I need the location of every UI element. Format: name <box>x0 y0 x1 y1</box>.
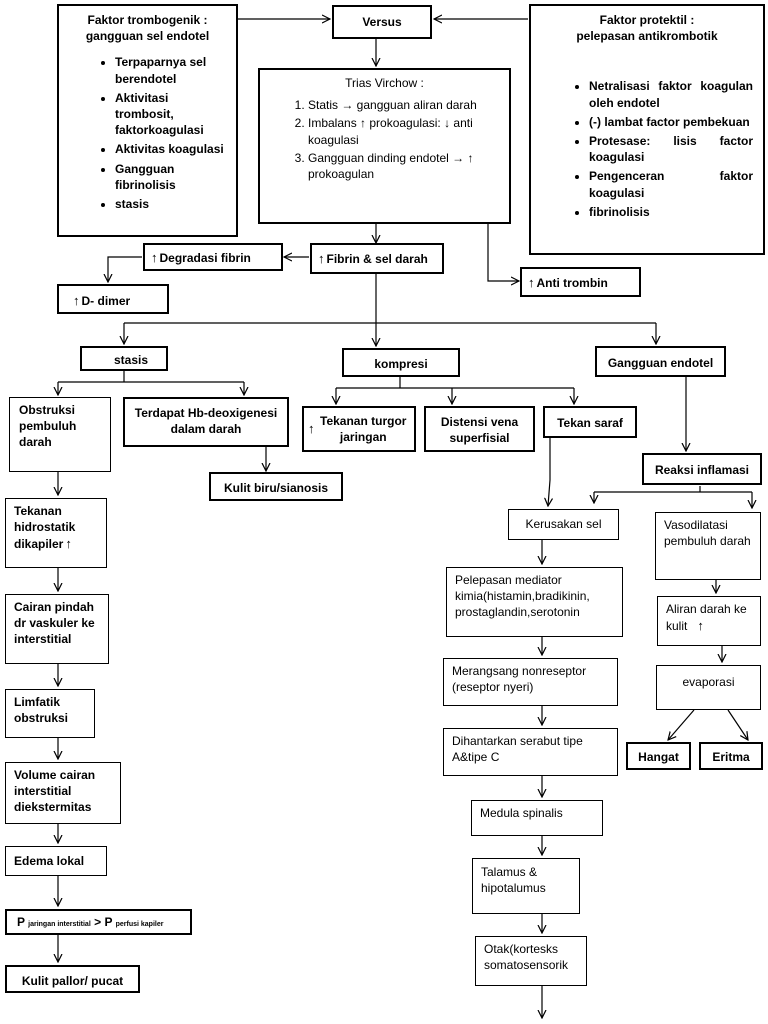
vasodilatasi-box: Vasodilatasi pembuluh darah <box>655 512 761 580</box>
talamus-box: Talamus & hipotalumus <box>472 858 580 914</box>
hangat-box: Hangat <box>626 742 691 770</box>
fibrin-sel-darah-box: ↑Fibrin & sel darah <box>310 243 444 274</box>
list-item: fibrinolisis <box>589 204 753 220</box>
up-arrow-icon: ↑ <box>65 536 72 552</box>
d-dimer-label: D- dimer <box>81 294 131 308</box>
trias-virchow-list: Statis → gangguan aliran darah Imbalans … <box>268 97 501 182</box>
obstruksi-box: Obstruksi pembuluh darah <box>9 397 111 472</box>
volume-cairan-box: Volume cairan interstitial diekstermitas <box>5 762 121 824</box>
aliran-darah-box: Aliran darah ke kulit↑ <box>657 596 761 646</box>
tekanan-turgor-box: ↑ Tekanan turgor jaringan <box>302 406 416 452</box>
tekan-saraf-box: Tekan saraf <box>543 406 637 438</box>
list-item: Gangguan dinding endotel → ↑ prokoagulan <box>308 150 501 182</box>
medula-box: Medula spinalis <box>471 800 603 836</box>
aliran-darah-label: Aliran darah ke kulit <box>666 602 747 634</box>
list-item: (-) lambat factor pembekuan <box>589 114 753 130</box>
up-arrow-icon: ↑ <box>697 618 704 634</box>
faktor-protektif-list: Netralisasi faktor koagulan oleh endotel… <box>541 78 753 220</box>
list-item: Imbalans ↑ prokoagulasi: ↓ anti koagulas… <box>308 115 501 147</box>
tekanan-turgor-label: Tekanan turgor jaringan <box>320 413 407 444</box>
otak-box: Otak(kortesks somatosensorik <box>475 936 587 986</box>
kulit-pallor-box: Kulit pallor/ pucat <box>5 965 140 993</box>
distensi-vena-box: Distensi vena superfisial <box>424 406 535 452</box>
list-item: Statis → gangguan aliran darah <box>308 97 501 113</box>
edema-box: Edema lokal <box>5 846 107 876</box>
fibrin-sel-darah-label: Fibrin & sel darah <box>326 252 428 266</box>
faktor-protektif-subtitle: pelepasan antikrombotik <box>576 29 718 44</box>
eritma-box: Eritma <box>699 742 763 770</box>
stasis-box: stasis <box>80 346 168 371</box>
cairan-pindah-box: Cairan pindah dr vaskuler ke interstitia… <box>5 594 109 664</box>
d-dimer-box: ↑D- dimer <box>57 284 169 314</box>
list-item: Gangguan fibrinolisis <box>115 161 226 193</box>
pelepasan-mediator-box: Pelepasan mediator kimia(histamin,bradik… <box>446 567 623 637</box>
up-arrow-icon: ↑ <box>308 421 315 437</box>
faktor-protektif-title: Faktor protektil : <box>599 13 695 27</box>
faktor-trombogenik-box: Faktor trombogenik : gangguan sel endote… <box>57 4 238 237</box>
tekanan-p-label-2: P <box>104 915 113 929</box>
tekanan-p-label: P <box>17 915 25 929</box>
hb-deoxigenesi-box: Terdapat Hb-deoxigenesi dalam darah <box>123 397 289 447</box>
kompresi-box: kompresi <box>342 348 460 377</box>
trias-virchow-title: Trias Virchow : <box>345 76 424 90</box>
list-item: Aktivitasi trombosit, faktorkoagulasi <box>115 90 226 139</box>
degradasi-fibrin-box: ↑Degradasi fibrin <box>143 243 283 271</box>
list-item: Protesase: lisis factor koagulasi <box>589 133 753 165</box>
up-arrow-icon: ↑ <box>528 275 535 290</box>
tekanan-p-gt: > <box>94 915 102 929</box>
tekanan-hidrostatik-label: Tekanan hidrostatik dikapiler <box>14 504 76 552</box>
kerusakan-sel-box: Kerusakan sel <box>508 509 619 540</box>
limfatik-box: Limfatik obstruksi <box>5 689 95 738</box>
list-item: Netralisasi faktor koagulan oleh endotel <box>589 78 753 110</box>
tekanan-p-box: P jaringan interstitial > P perfusi kapi… <box>5 909 192 935</box>
up-arrow-icon: ↑ <box>318 251 325 266</box>
anti-trombin-label: Anti trombin <box>536 276 608 290</box>
kulit-biru-box: Kulit biru/sianosis <box>209 472 343 501</box>
tekanan-hidrostatik-box: Tekanan hidrostatik dikapiler↑ <box>5 498 107 568</box>
faktor-trombogenik-list: Terpaparnya sel berendotel Aktivitasi tr… <box>69 54 226 212</box>
reaksi-inflamasi-box: Reaksi inflamasi <box>642 453 762 485</box>
list-item: stasis <box>115 196 226 212</box>
tekanan-p-sub-interstitial: jaringan interstitial <box>28 921 91 928</box>
list-item: Pengenceran faktor koagulasi <box>589 168 753 200</box>
versus-box: Versus <box>332 5 432 39</box>
list-item: Terpaparnya sel berendotel <box>115 54 226 86</box>
merangsang-box: Merangsang nonreseptor (reseptor nyeri) <box>443 658 618 706</box>
tekanan-p-sub-perfusi: perfusi kapiler <box>115 921 164 928</box>
dihantarkan-box: Dihantarkan serabut tipe A&tipe C <box>443 728 618 776</box>
up-arrow-icon: ↑ <box>73 293 80 308</box>
degradasi-fibrin-label: Degradasi fibrin <box>159 251 251 265</box>
up-arrow-icon: ↑ <box>151 250 158 265</box>
evaporasi-box: evaporasi <box>656 665 761 710</box>
faktor-trombogenik-subtitle: gangguan sel endotel <box>85 29 210 44</box>
anti-trombin-box: ↑Anti trombin <box>520 267 641 297</box>
gangguan-endotel-box: Gangguan endotel <box>595 346 726 377</box>
faktor-protektif-box: Faktor protektil : pelepasan antikrombot… <box>529 4 765 255</box>
list-item: Aktivitas koagulasi <box>115 141 226 157</box>
faktor-trombogenik-title: Faktor trombogenik : <box>87 13 208 27</box>
trias-virchow-box: Trias Virchow : Statis → gangguan aliran… <box>258 68 511 224</box>
